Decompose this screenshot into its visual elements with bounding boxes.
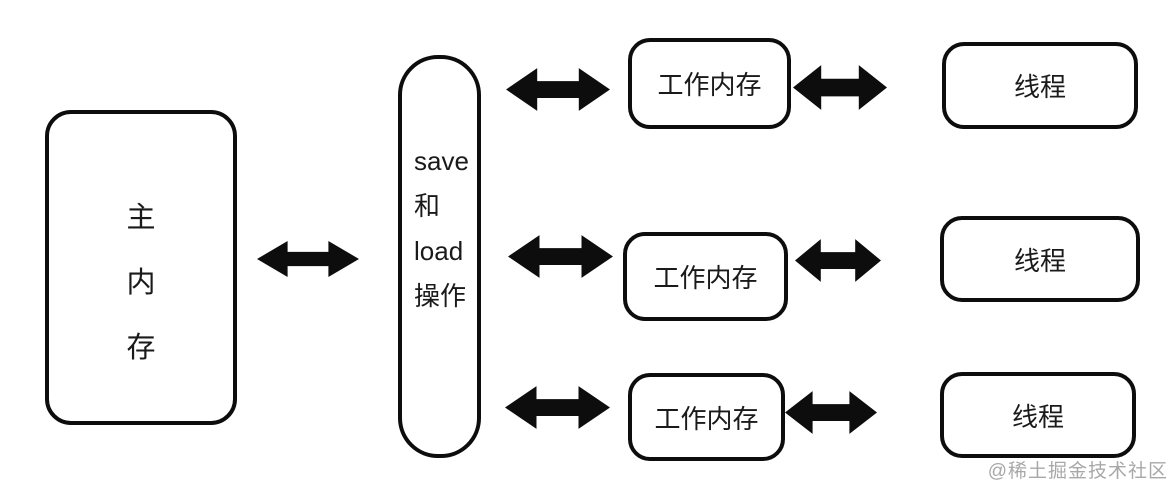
save-load-ops-node: save 和 load 操作 (398, 55, 481, 458)
main-memory-char: 主 (126, 201, 156, 234)
double-arrow-icon (793, 64, 887, 111)
ops-line: 和 (414, 191, 441, 221)
double-arrow-icon (506, 67, 610, 112)
thread-node: 线程 (940, 216, 1140, 302)
work-memory-node: 工作内存 (628, 373, 785, 461)
main-memory-char: 内 (126, 266, 156, 299)
ops-line: 操作 (414, 281, 467, 311)
thread-node: 线程 (942, 42, 1138, 129)
thread-label: 线程 (1013, 245, 1066, 276)
work-memory-node: 工作内存 (623, 232, 788, 321)
double-arrow-icon (785, 390, 877, 435)
double-arrow-icon (257, 240, 359, 278)
thread-label: 线程 (1011, 401, 1064, 432)
watermark: @稀土掘金技术社区 (987, 461, 1168, 482)
work-memory-label: 工作内存 (653, 263, 758, 293)
work-memory-node: 工作内存 (628, 38, 791, 129)
thread-node: 线程 (940, 372, 1136, 458)
main-memory-char: 存 (126, 331, 156, 364)
thread-label: 线程 (1013, 72, 1066, 102)
double-arrow-icon (795, 238, 881, 283)
work-memory-label: 工作内存 (654, 403, 759, 434)
double-arrow-icon (505, 385, 610, 430)
ops-line: load (414, 236, 464, 266)
main-memory-node: 主 内 存 (45, 110, 237, 425)
work-memory-label: 工作内存 (657, 70, 762, 100)
double-arrow-icon (508, 234, 613, 279)
ops-line: save (414, 146, 469, 176)
